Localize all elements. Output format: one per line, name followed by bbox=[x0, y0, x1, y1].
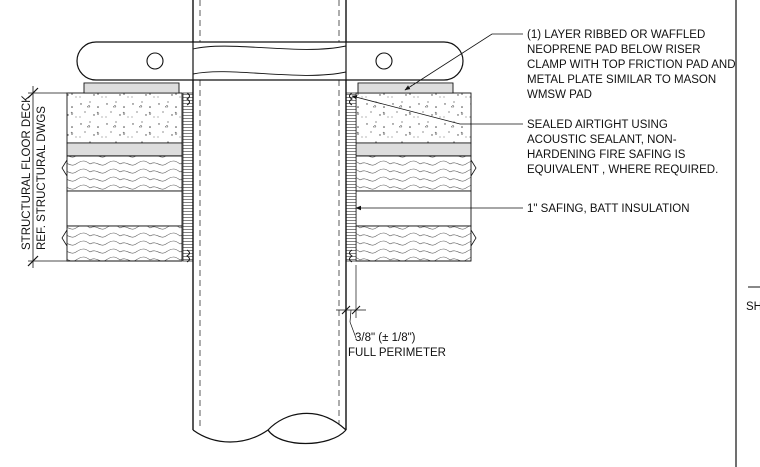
floor-assembly-right bbox=[355, 92, 477, 262]
callout-neoprene-line-2: NEOPRENE PAD BELOW RISER bbox=[527, 44, 701, 56]
gap-dimension-marks bbox=[336, 265, 366, 339]
gap-dimension-note: FULL PERIMETER bbox=[348, 347, 446, 359]
title-block-sheet-label: SH bbox=[746, 301, 760, 313]
leader-lines bbox=[351, 33, 523, 211]
gap-dimension-value: 3/8" (± 1/8") bbox=[355, 332, 416, 344]
floor-dimension bbox=[27, 86, 67, 268]
callout-sealant-line-1: SEALED AIRTIGHT USING bbox=[527, 119, 668, 131]
floor-label-line2: REF. STRUCTURAL DWGS bbox=[36, 106, 48, 250]
callout-sealant: SEALED AIRTIGHT USING ACOUSTIC SEALANT, … bbox=[527, 119, 718, 176]
riser-clamp bbox=[76, 41, 464, 81]
callout-neoprene-line-5: WMSW PAD bbox=[527, 89, 592, 101]
callout-neoprene-pad: (1) LAYER RIBBED OR WAFFLED NEOPRENE PAD… bbox=[527, 29, 736, 101]
floor-assembly-left bbox=[61, 92, 183, 262]
callout-sealant-line-2: ACOUSTIC SEALANT, NON- bbox=[527, 134, 677, 146]
callout-insulation: 1" SAFING, BATT INSULATION bbox=[527, 203, 690, 215]
callout-sealant-line-4: EQUIVALENT , WHERE REQUIRED. bbox=[527, 164, 718, 176]
callout-sealant-line-3: HARDENING FIRE SAFING IS bbox=[527, 149, 686, 161]
title-block-fragment bbox=[735, 0, 760, 467]
callout-neoprene-line-1: (1) LAYER RIBBED OR WAFFLED bbox=[527, 29, 705, 41]
callout-neoprene-line-3: CLAMP WITH TOP FRICTION PAD AND bbox=[527, 59, 736, 71]
floor-label-line1: STRUCTURAL FLOOR DECK bbox=[21, 95, 33, 250]
callout-neoprene-line-4: METAL PLATE SIMILAR TO MASON bbox=[527, 74, 716, 86]
